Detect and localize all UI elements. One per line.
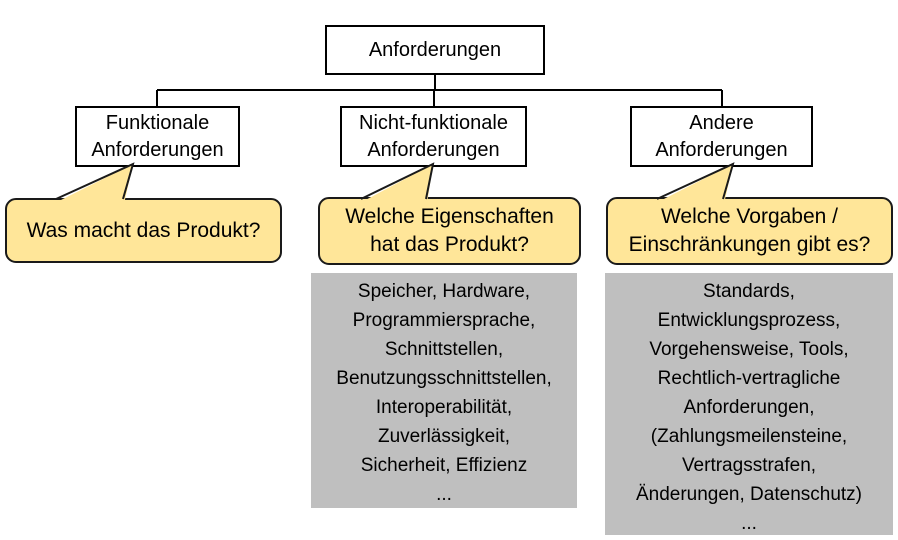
detail-line: Entwicklungsprozess, — [657, 310, 841, 331]
callout-nicht-funktionale-question: Welche Eigenschaften hat das Produkt? — [318, 197, 581, 265]
detail-line: Speicher, Hardware, — [357, 281, 531, 302]
child-box-label-line: Funktionale — [105, 111, 210, 134]
child-box-label-line: Nicht-funktionale — [359, 111, 508, 134]
detail-box-nicht-funktionale: Speicher, Hardware, Programmiersprache, … — [311, 273, 577, 508]
child-box-label-line: Anforderungen — [655, 138, 788, 161]
detail-line: Standards, — [703, 281, 795, 302]
detail-line: Benutzungsschnittstellen, — [336, 368, 552, 389]
callout-text-line: hat das Produkt? — [370, 233, 529, 256]
tree-connector-path — [156, 75, 723, 107]
child-box-label-line: Anforderungen — [367, 138, 500, 161]
detail-line: Rechtlich-vertragliche — [657, 368, 841, 389]
detail-line: Zuverlässigkeit, — [378, 426, 510, 447]
child-box-label-line: Andere — [689, 111, 754, 134]
detail-line: Vertragsstrafen, — [681, 455, 817, 476]
child-box-nicht-funktionale: Nicht-funktionale Anforderungen — [340, 106, 527, 167]
callout-tail-outline — [656, 162, 735, 200]
detail-line: Änderungen, Datenschutz) — [635, 484, 863, 505]
detail-box-andere: Standards, Entwicklungsprozess, Vorgehen… — [605, 273, 893, 535]
detail-line: Vorgehensweise, Tools, — [649, 339, 849, 360]
child-box-andere: Andere Anforderungen — [630, 106, 813, 167]
child-box-funktionale: Funktionale Anforderungen — [75, 106, 240, 167]
root-box-anforderungen: Anforderungen — [325, 25, 545, 75]
callout-funktionale-question: Was macht das Produkt? — [5, 198, 282, 263]
callout-tail-outline — [55, 162, 135, 200]
detail-line: Anforderungen, — [683, 397, 815, 418]
detail-line: Schnittstellen, — [384, 339, 504, 360]
callout-andere-question: Welche Vorgaben / Einschränkungen gibt e… — [606, 197, 893, 265]
detail-line: ... — [741, 513, 757, 534]
detail-line: (Zahlungsmeilensteine, — [650, 426, 848, 447]
detail-line: Interoperabilität, — [375, 397, 513, 418]
callout-text-line: Welche Eigenschaften — [345, 205, 554, 228]
child-box-label-line: Anforderungen — [91, 138, 224, 161]
callout-text-line: Was macht das Produkt? — [26, 218, 261, 242]
detail-line: ... — [436, 484, 452, 505]
detail-line: Programmiersprache, — [352, 310, 536, 331]
callout-text-line: Einschränkungen gibt es? — [628, 233, 871, 256]
callout-tail-outline — [360, 162, 435, 200]
root-box-label: Anforderungen — [368, 38, 502, 61]
callout-text-line: Welche Vorgaben / — [660, 205, 839, 228]
detail-line: Sicherheit, Effizienz — [360, 455, 528, 476]
